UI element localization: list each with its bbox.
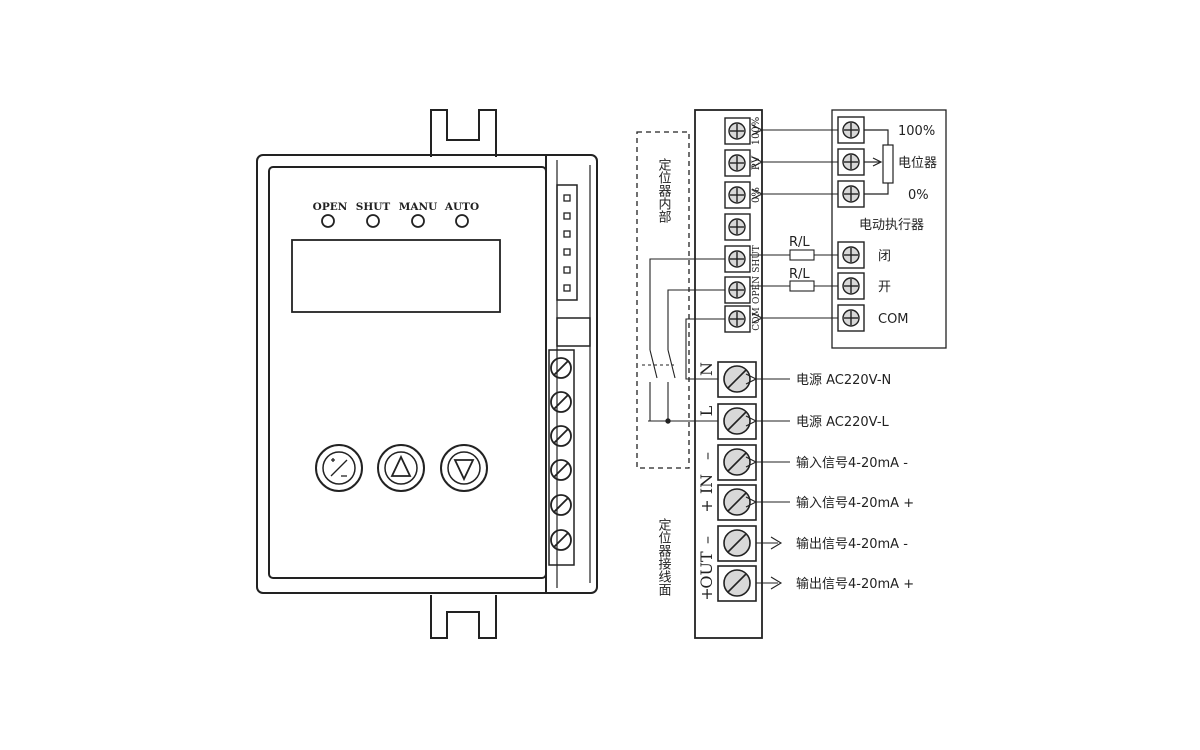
pot-label-100: 100% xyxy=(898,124,935,139)
bottom-mounting-clip xyxy=(430,595,497,639)
actuator-open-label: 开 xyxy=(878,280,891,295)
signal-wires xyxy=(756,379,790,590)
auto-led xyxy=(455,214,469,228)
strip-label-in-plus: + xyxy=(697,499,716,512)
side-screw-terminal-block xyxy=(548,349,575,566)
indicator-label-shut: SHUT xyxy=(356,201,391,213)
strip-label-0: 0% xyxy=(751,187,762,203)
resistor-label-2: R/L xyxy=(789,267,810,282)
internal-section xyxy=(636,131,725,469)
front-panel xyxy=(268,166,547,579)
strip-lower-labels: N L – IN + – OUT + xyxy=(697,362,716,601)
actuator-com-label: COM xyxy=(878,312,909,327)
pot-label-0: 0% xyxy=(908,188,929,203)
actuator-close-label: 闭 xyxy=(878,249,891,264)
strip-upper-labels: 100% RV 0% SHUT OPEN COM xyxy=(751,117,762,331)
up-button[interactable] xyxy=(377,444,425,492)
output-plus-label: 输出信号4-20mA + xyxy=(796,576,914,592)
signal-labels: 电源 AC220V-N 电源 AC220V-L 输入信号4-20mA - 输入信… xyxy=(796,373,914,592)
terminal-strip xyxy=(694,109,763,639)
resistor-label-1: R/L xyxy=(789,235,810,250)
down-button[interactable] xyxy=(440,444,488,492)
strip-label-in: IN xyxy=(697,474,716,494)
strip-label-in-minus: – xyxy=(697,452,716,460)
lower-terminals xyxy=(717,361,757,602)
output-minus-label: 输出信号4-20mA - xyxy=(796,536,908,552)
resistor-close xyxy=(789,249,815,261)
strip-label-shut: SHUT xyxy=(752,245,762,273)
indicator-label-open: OPEN xyxy=(313,201,348,213)
strip-label-rv: RV xyxy=(751,155,762,170)
strip-label-out-plus: + xyxy=(697,587,716,600)
side-screws xyxy=(550,357,572,551)
actuator-wires xyxy=(750,130,838,318)
actuator-box xyxy=(831,109,947,349)
controller-device xyxy=(256,109,598,639)
strip-label-com: COM xyxy=(752,307,762,330)
input-plus-label: 输入信号4-20mA + xyxy=(796,495,914,511)
triangle-up-icon xyxy=(390,454,412,477)
controller-body xyxy=(256,154,598,594)
power-l-label: 电源 AC220V-L xyxy=(796,415,890,430)
open-led xyxy=(321,214,335,228)
indicator-label-manu: MANU xyxy=(399,201,438,213)
strip-label-l: L xyxy=(697,405,716,416)
strip-label-out: OUT xyxy=(697,551,716,589)
actuator-title: 电动执行器 xyxy=(859,218,924,233)
resistor-open xyxy=(789,280,815,292)
manu-led xyxy=(411,214,425,228)
indicator-label-auto: AUTO xyxy=(444,201,479,213)
internal-section-label: 定位器内部 xyxy=(656,158,672,223)
input-minus-label: 输入信号4-20mA - xyxy=(796,455,908,471)
triangle-down-icon xyxy=(453,459,475,482)
indicator-row: OPEN SHUT MANU AUTO xyxy=(313,201,479,228)
actuator-labels: 100% 电位器 0% 电动执行器 闭 开 COM xyxy=(859,124,937,327)
strip-label-open: OPEN xyxy=(752,276,762,304)
shut-led xyxy=(366,214,380,228)
auto-manual-button[interactable] xyxy=(315,444,363,492)
lcd-display xyxy=(291,239,501,313)
side-pin-connector xyxy=(556,184,578,301)
potentiometer-symbol xyxy=(864,129,894,195)
upper-terminals xyxy=(724,117,751,333)
wiring-face-label: 定位器接线面 xyxy=(656,518,672,596)
top-mounting-clip xyxy=(430,109,497,157)
strip-label-n: N xyxy=(697,362,716,376)
power-n-label: 电源 AC220V-N xyxy=(796,373,891,388)
pot-label: 电位器 xyxy=(898,156,937,171)
strip-label-100: 100% xyxy=(751,117,762,146)
strip-label-out-minus: – xyxy=(697,536,716,544)
auto-manual-icon xyxy=(330,458,348,477)
